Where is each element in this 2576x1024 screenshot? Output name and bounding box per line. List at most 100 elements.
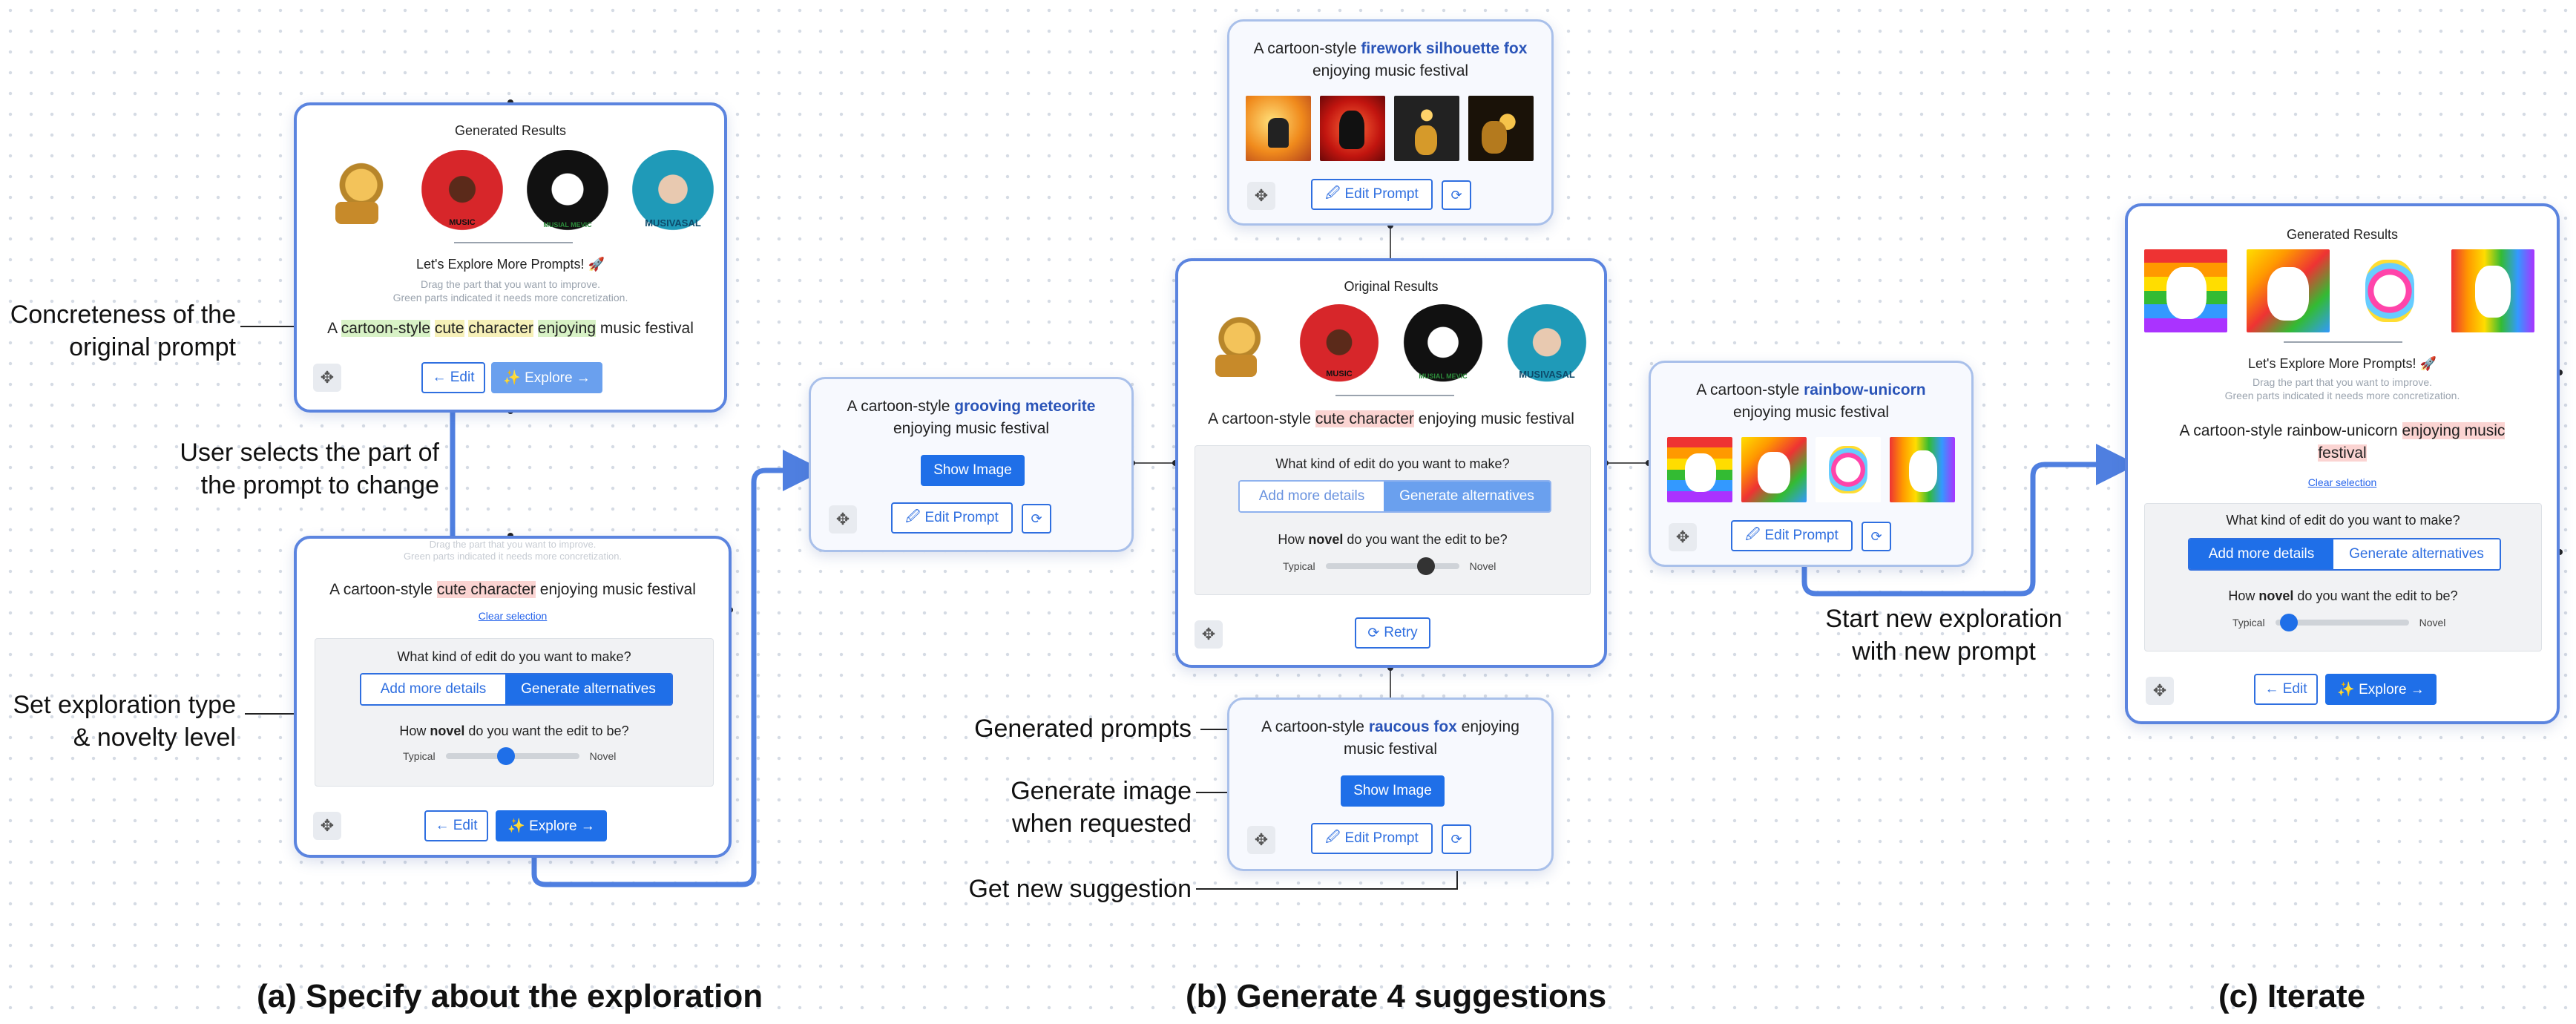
annotation-line: Set exploration type	[13, 691, 236, 719]
prompt-segment: enjoying music festival	[1312, 62, 1469, 79]
section-title-c: (c) Iterate	[2218, 978, 2366, 1014]
prompt-word: A	[327, 320, 341, 337]
edit-prompt-button[interactable]: 🖉Edit Prompt	[891, 502, 1013, 534]
move-icon[interactable]: ✥	[2146, 677, 2174, 705]
show-image-button[interactable]: Show Image	[921, 455, 1025, 486]
edit-prompt-button[interactable]: 🖉Edit Prompt	[1731, 520, 1853, 551]
suggestion-image[interactable]	[1320, 96, 1385, 161]
retry-label: Retry	[1384, 625, 1418, 640]
prompt-selection[interactable]: enjoying music	[2402, 422, 2506, 439]
suggestion-image[interactable]	[1394, 96, 1459, 161]
refresh-icon[interactable]: ⟳	[1022, 504, 1051, 534]
novelty-slider-knob[interactable]	[1416, 557, 1435, 575]
suggestion-image[interactable]	[1741, 437, 1807, 502]
annotation-start-new: Start new exploration with new prompt	[1781, 603, 2107, 668]
edit-button[interactable]: ← Edit	[421, 362, 485, 393]
suggestion-image[interactable]	[1246, 96, 1311, 161]
result-image[interactable]	[2349, 249, 2432, 332]
move-icon[interactable]: ✥	[1669, 523, 1697, 551]
move-icon[interactable]: ✥	[313, 364, 341, 392]
novelty-slider-knob[interactable]	[2279, 614, 2298, 631]
prompt-selection[interactable]: festival	[2318, 444, 2367, 462]
explore-button[interactable]: ✨ Explore →	[496, 810, 607, 841]
annotation-set-type: Set exploration type & novelty level	[0, 689, 236, 754]
add-more-details-option[interactable]: Add more details	[361, 675, 505, 704]
edit-type-toggle: Add more details Generate alternatives	[1238, 480, 1551, 513]
prompt-text[interactable]: A cartoon-style cute character enjoying …	[297, 579, 729, 601]
prompt-segment: A cartoon-style	[329, 581, 437, 598]
explore-button[interactable]: ✨ Explore →	[491, 362, 602, 393]
clear-selection-link[interactable]: Clear selection	[2307, 476, 2377, 488]
explore-button[interactable]: ✨ Explore →	[2325, 674, 2437, 705]
refresh-icon[interactable]: ⟳	[1442, 824, 1471, 854]
refresh-icon[interactable]: ⟳	[1862, 522, 1891, 551]
novelty-slider[interactable]	[1325, 557, 1459, 575]
prompt-selection[interactable]: cute character	[436, 581, 536, 598]
result-image[interactable]: MUSIVASAL	[629, 150, 717, 237]
add-more-details-option[interactable]: Add more details	[2189, 539, 2333, 569]
annotation-line: Start new exploration	[1825, 605, 2063, 633]
result-image[interactable]	[2144, 249, 2227, 332]
hint-line: Green parts indicated it needs more conc…	[392, 292, 628, 303]
result-image[interactable]: MUSIC	[418, 150, 506, 237]
result-image[interactable]: MUSIAL MEVIC	[524, 150, 611, 237]
generate-alternatives-option[interactable]: Generate alternatives	[2333, 539, 2500, 569]
prompt-segment: A cartoon-style	[1208, 410, 1315, 427]
edit-question: What kind of edit do you want to make?	[397, 649, 631, 664]
result-image[interactable]: MUSIVASAL	[1505, 304, 1589, 389]
generate-alternatives-option[interactable]: Generate alternatives	[1384, 482, 1550, 511]
result-image[interactable]	[1193, 304, 1278, 389]
arrow-to-suggestions	[531, 450, 824, 887]
suggestion-thumbnails	[1667, 437, 1955, 502]
move-icon[interactable]: ✥	[1247, 182, 1275, 210]
prompt-text[interactable]: A cartoon-style rainbow-unicorn enjoying…	[2128, 420, 2557, 465]
prompt-word-concreteness[interactable]: cartoon-style	[341, 320, 430, 337]
prompt-word-concreteness[interactable]: enjoying	[537, 320, 597, 337]
refresh-icon[interactable]: ⟳	[1442, 180, 1471, 210]
move-icon[interactable]: ✥	[1247, 826, 1275, 854]
move-icon[interactable]: ✥	[1195, 620, 1223, 649]
generate-alternatives-option[interactable]: Generate alternatives	[505, 675, 671, 704]
result-image[interactable]: MUSIC	[1297, 304, 1381, 389]
card-exploration-settings: Drag the part that you want to improve. …	[294, 536, 732, 858]
arrow-new-exploration	[1801, 444, 2138, 597]
move-icon[interactable]: ✥	[313, 812, 341, 840]
thumb-caption: MUSIC	[1326, 370, 1353, 378]
edit-button[interactable]: ← Edit	[424, 810, 488, 841]
result-image[interactable]	[313, 150, 401, 237]
prompt-word-concreteness[interactable]: cute	[434, 320, 464, 337]
result-image[interactable]	[2247, 249, 2330, 332]
suggestion-image[interactable]	[1816, 437, 1881, 502]
novelty-slider[interactable]	[2275, 614, 2409, 631]
hint-line: Drag the part that you want to improve.	[2252, 376, 2432, 388]
card-title: Original Results	[1344, 279, 1439, 294]
thumb-caption: MUSIVASAL	[645, 217, 701, 229]
suggestion-image[interactable]	[1667, 437, 1732, 502]
prompt-segment: A cartoon-style	[1261, 718, 1369, 735]
result-image[interactable]	[2451, 249, 2534, 332]
retry-button[interactable]: ⟳Retry	[1355, 617, 1430, 649]
suggestion-image[interactable]	[1468, 96, 1534, 161]
original-thumbnails: MUSIC MUSIAL MEVIC MUSIVASAL	[1193, 304, 1589, 389]
add-more-details-option[interactable]: Add more details	[1240, 482, 1384, 511]
novelty-text: do you want the edit to be?	[464, 723, 629, 738]
edit-prompt-button[interactable]: 🖉Edit Prompt	[1311, 179, 1433, 210]
divider	[1335, 395, 1454, 396]
novelty-slider[interactable]	[445, 747, 579, 765]
prompt-segment: music festival	[1343, 741, 1438, 758]
novelty-slider-knob[interactable]	[496, 747, 515, 765]
edit-prompt-button[interactable]: 🖉Edit Prompt	[1311, 823, 1433, 854]
suggestion-image[interactable]	[1890, 437, 1955, 502]
edit-button[interactable]: ← Edit	[2254, 674, 2318, 705]
prompt-text[interactable]: A cartoon-style cute character enjoying …	[297, 318, 724, 340]
prompt-word-concreteness[interactable]: character	[468, 320, 533, 337]
novelty-text-bold: novel	[1308, 532, 1344, 547]
result-image[interactable]: MUSIAL MEVIC	[1401, 304, 1485, 389]
annotation-concreteness: Concreteness of the original prompt	[0, 298, 236, 364]
move-icon[interactable]: ✥	[829, 505, 857, 534]
suggestion-thumbnails	[1246, 96, 1534, 161]
edit-type-toggle: Add more details Generate alternatives	[2188, 538, 2501, 571]
clear-selection-link[interactable]: Clear selection	[478, 610, 548, 622]
card-original-results: Original Results MUSIC MUSIAL MEVIC MUSI…	[1175, 258, 1607, 668]
show-image-button[interactable]: Show Image	[1341, 775, 1445, 807]
